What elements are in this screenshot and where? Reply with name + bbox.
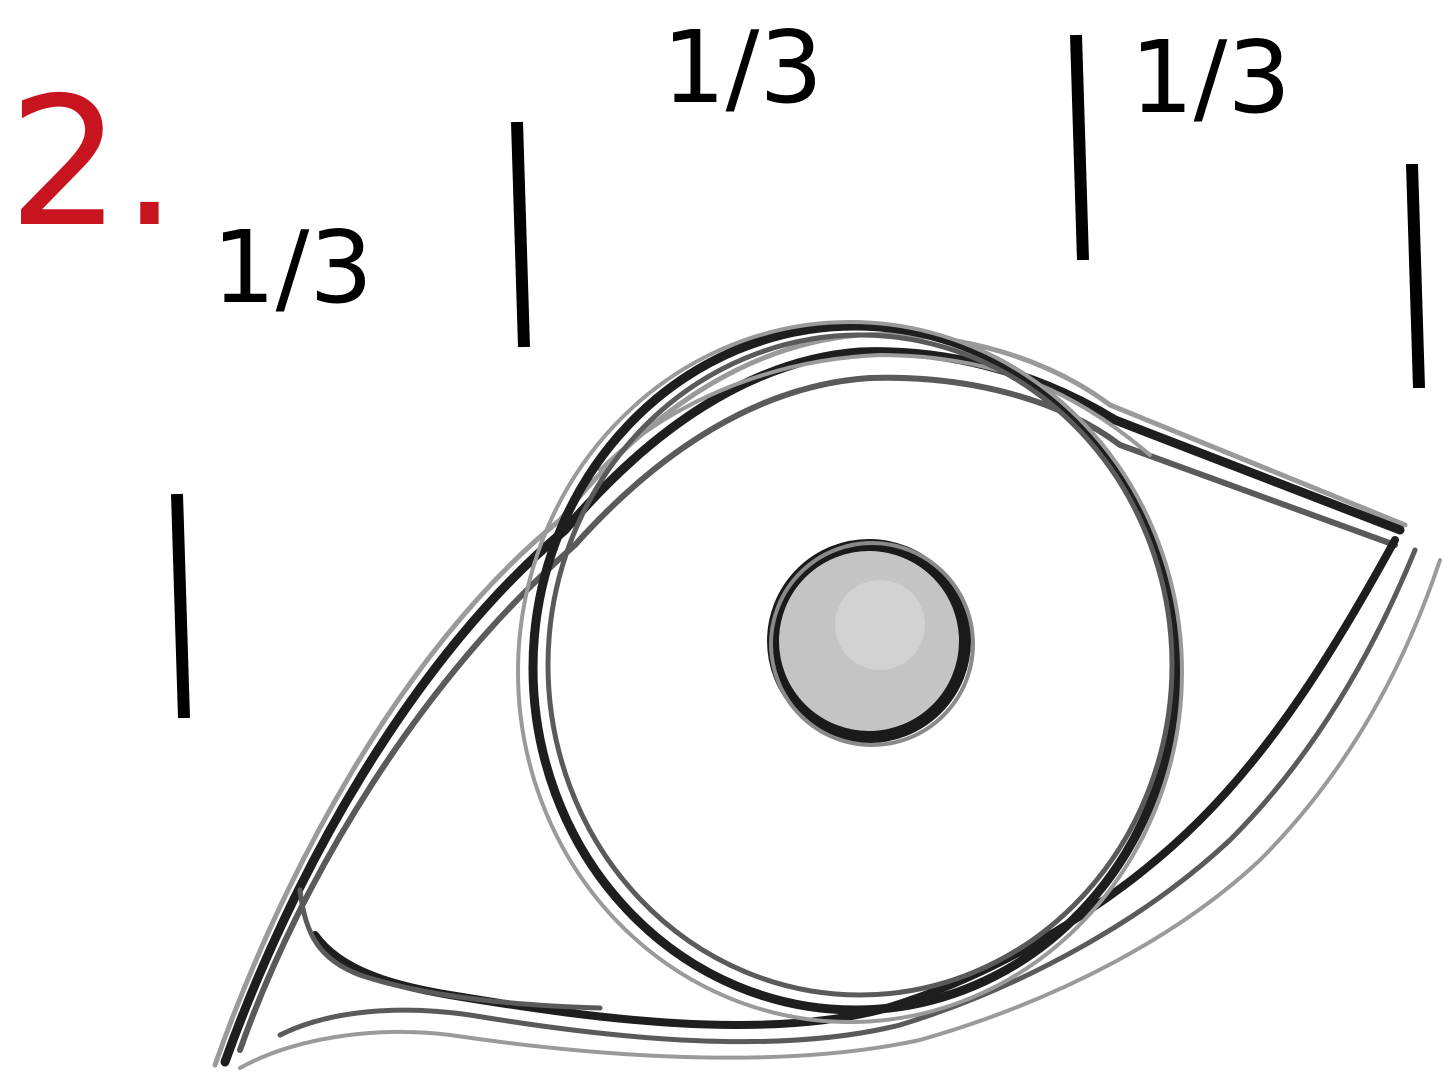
pupil xyxy=(767,539,975,747)
divider-mark-outer-left xyxy=(171,493,190,719)
upper-eyelid xyxy=(212,331,1408,1068)
segment-label-left: 1/3 xyxy=(212,209,373,326)
segment-label-middle: 1/3 xyxy=(662,9,823,126)
divider-marks xyxy=(171,34,1425,719)
eye-sketch xyxy=(212,320,1442,1070)
divider-mark-inner-left xyxy=(511,121,530,348)
iris xyxy=(516,320,1184,1024)
divider-mark-inner-right xyxy=(1070,34,1089,261)
segment-label-right: 1/3 xyxy=(1130,19,1291,136)
divider-mark-outer-right xyxy=(1406,163,1425,389)
step-number: 2. xyxy=(8,59,178,266)
